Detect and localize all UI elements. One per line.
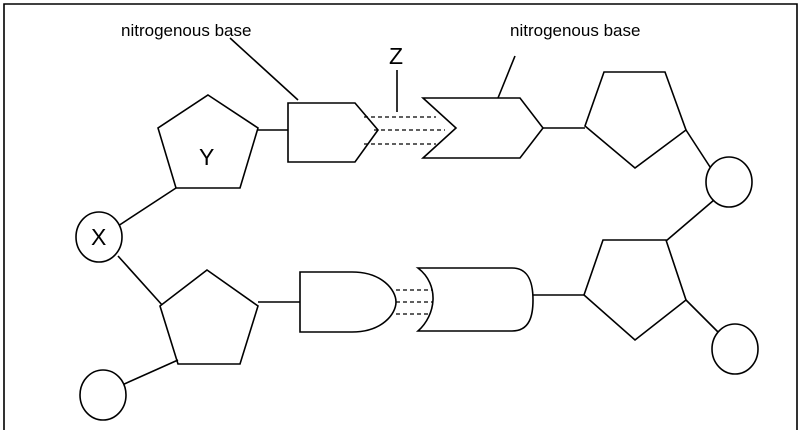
nitrogenous-base-bottom-right (415, 267, 534, 332)
label-x: X (91, 224, 106, 250)
nitrogenous-base-top-right (420, 97, 545, 159)
label-nitrogenous-base-right: nitrogenous base (510, 21, 640, 40)
bond-x-to-bottom-left-sugar (117, 255, 164, 307)
phosphate-circle-right (705, 156, 753, 208)
sugar-pentagon-y (157, 94, 259, 189)
label-y: Y (199, 144, 214, 170)
phosphate-circle-bottom-left (79, 369, 127, 421)
nitrogenous-base-top-left (287, 102, 380, 163)
label-z: Z (389, 43, 403, 69)
label-nitrogenous-base-left: nitrogenous base (121, 21, 251, 40)
sugar-pentagon-bottom-left (159, 269, 259, 365)
bond-phosphate-to-bottom-right-sugar (665, 199, 715, 242)
frame-border (3, 3, 798, 430)
phosphate-circle-x (75, 211, 123, 263)
bond-bottom-left-sugar-to-phosphate (121, 359, 179, 386)
nitrogenous-base-bottom-left (299, 271, 397, 333)
bond-top-right-sugar-to-phosphate (685, 129, 713, 171)
leader-line-left-base (229, 37, 299, 101)
sugar-pentagon-bottom-right (583, 239, 687, 342)
bond-bottom-right-sugar-to-phosphate (685, 299, 719, 333)
bond-y-sugar-to-x (117, 187, 177, 227)
phosphate-circle-bottom-right (711, 323, 759, 375)
sugar-pentagon-top-right (584, 71, 687, 170)
leader-line-right-base (497, 55, 516, 99)
